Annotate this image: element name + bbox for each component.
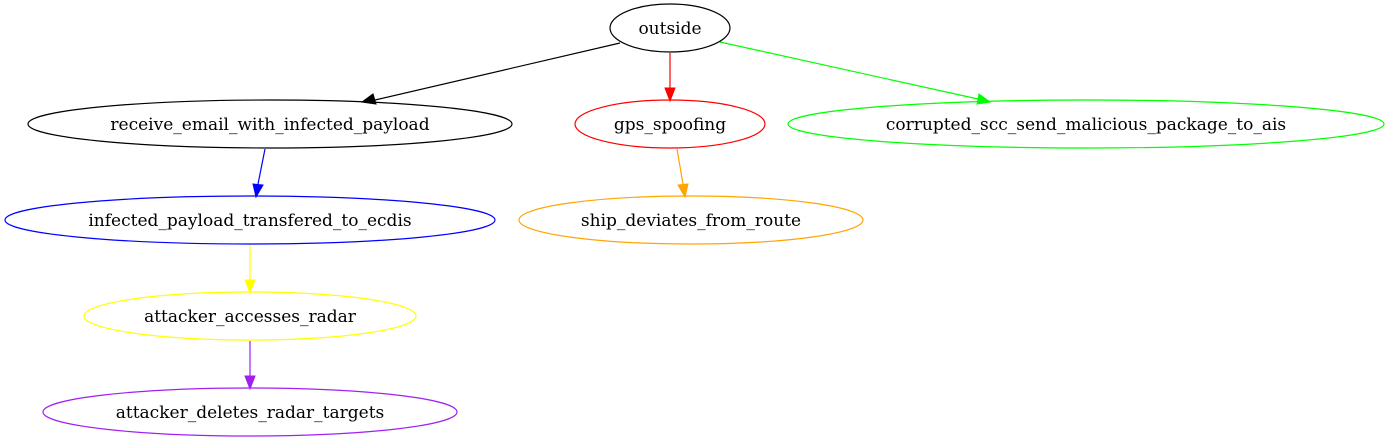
node-label: attacker_deletes_radar_targets (116, 403, 385, 423)
node-infected-payload-transfered-to-ecdis[interactable]: infected_payload_transfered_to_ecdis (4, 195, 496, 245)
edge-line (257, 148, 266, 185)
arrowhead (976, 93, 992, 105)
edge-gps-spoofing-ship-deviates (676, 148, 689, 199)
node-shape (787, 99, 1385, 149)
node-shape (609, 3, 731, 53)
node-shape (27, 99, 513, 149)
node-label: infected_payload_transfered_to_ecdis (88, 211, 411, 231)
arrowhead (244, 375, 256, 391)
node-corrupted-scc-send-malicious-package-to-ais[interactable]: corrupted_scc_send_malicious_package_to_… (787, 99, 1385, 149)
node-shape (574, 99, 766, 149)
node-receive-email-with-infected-payload[interactable]: receive_email_with_infected_payload (27, 99, 513, 149)
node-shape (83, 291, 417, 341)
node-shape (42, 387, 458, 437)
arrowhead (252, 183, 264, 199)
node-label: receive_email_with_infected_payload (110, 115, 429, 135)
node-label: outside (638, 19, 701, 39)
node-shape (518, 195, 864, 245)
node-attacker-accesses-radar[interactable]: attacker_accesses_radar (83, 291, 417, 341)
nodes: outside receive_email_with_infected_payl… (4, 3, 1385, 437)
node-gps-spoofing[interactable]: gps_spoofing (574, 99, 766, 149)
node-label: ship_deviates_from_route (581, 211, 801, 231)
node-attacker-deletes-radar-targets[interactable]: attacker_deletes_radar_targets (42, 387, 458, 437)
node-label: attacker_accesses_radar (144, 307, 357, 327)
edge-outside-receive-email (360, 42, 621, 105)
edge-line (676, 148, 684, 185)
edge-outside-corrupted-scc (719, 41, 992, 105)
arrowhead (244, 279, 256, 295)
edge-line (374, 42, 621, 101)
edge-outside-gps-spoofing (664, 53, 676, 103)
node-ship-deviates-from-route[interactable]: ship_deviates_from_route (518, 195, 864, 245)
edge-receive-email-infected-payload (252, 148, 266, 199)
node-label: corrupted_scc_send_malicious_package_to_… (886, 115, 1286, 135)
edge-attacker-accesses-attacker-deletes (244, 341, 256, 391)
node-outside[interactable]: outside (609, 3, 731, 53)
node-label: gps_spoofing (614, 115, 726, 135)
arrowhead (664, 87, 676, 103)
edge-infected-payload-attacker-accesses (244, 245, 256, 295)
arrowhead (677, 183, 689, 199)
edge-line (719, 41, 979, 100)
node-shape (4, 195, 496, 245)
edges (244, 41, 992, 391)
